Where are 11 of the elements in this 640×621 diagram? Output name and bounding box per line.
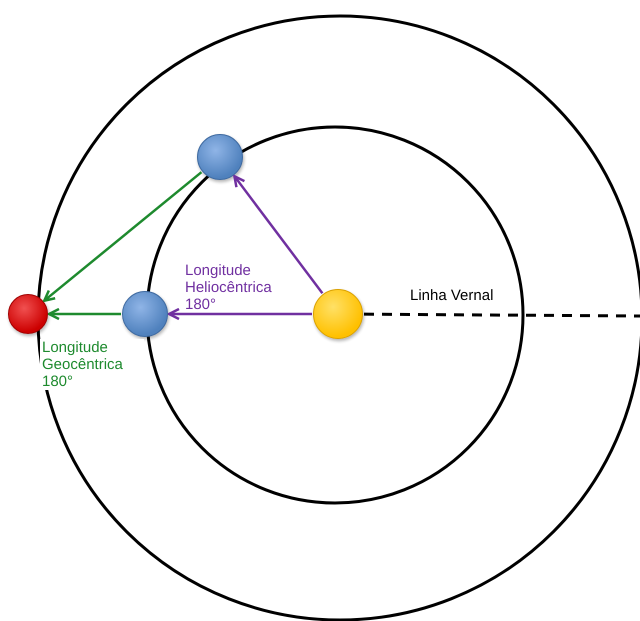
- arrow: [233, 174, 324, 294]
- planet-circle: [122, 291, 168, 337]
- planet-circle: [197, 134, 243, 180]
- arrow: [168, 308, 312, 320]
- arrow: [48, 308, 121, 320]
- earth-circle: [8, 294, 48, 334]
- edge-label: Linha Vernal: [410, 287, 494, 304]
- dashed-line: [364, 312, 640, 318]
- arrow: [43, 171, 202, 302]
- sun-circle: [313, 289, 363, 339]
- edge-label: Longitude Heliocêntrica 180°: [185, 262, 273, 313]
